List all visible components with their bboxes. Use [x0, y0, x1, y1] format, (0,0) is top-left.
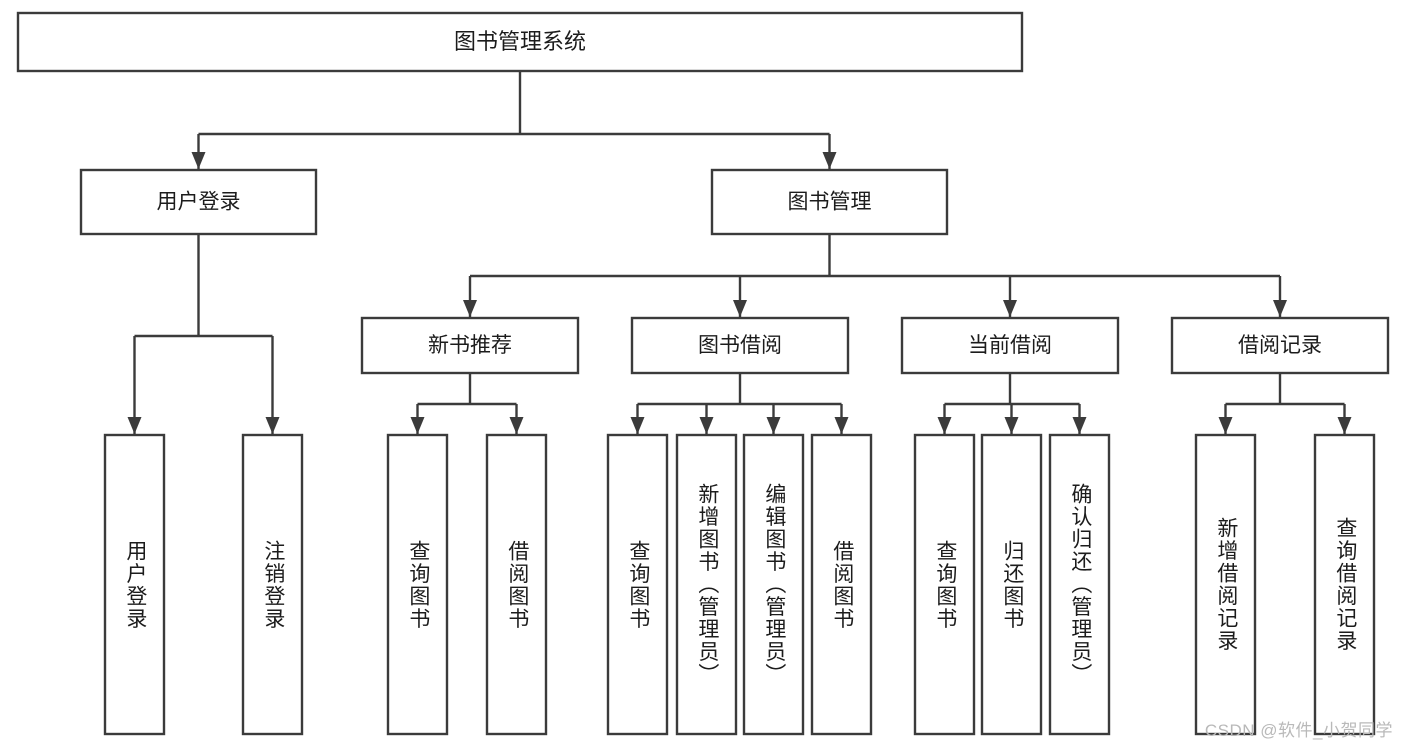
- node-leaf-borrow-book-recommend-box[interactable]: [485, 433, 548, 736]
- arrow-head-icon: [630, 417, 645, 434]
- node-leaf-add-borrow-record-box[interactable]: [1194, 433, 1257, 736]
- arrow-head-icon: [127, 417, 142, 434]
- arrow-head-icon: [265, 417, 280, 434]
- connector-book-borrow-to-leaves: [636, 373, 843, 434]
- node-leaf-borrow-book-box[interactable]: [810, 433, 873, 736]
- arrow-head-icon: [1273, 300, 1287, 317]
- connector-root-to-level2: [197, 71, 831, 169]
- arrow-head-icon: [834, 417, 849, 434]
- node-user-login-box[interactable]: [79, 168, 318, 236]
- node-book-borrow-label: 图书借阅: [698, 334, 782, 357]
- arrow-head-icon: [191, 152, 206, 169]
- node-book-manage-box[interactable]: [710, 168, 949, 236]
- arrow-head-icon: [1072, 417, 1087, 434]
- node-leaf-query-book-recommend-box[interactable]: [386, 433, 449, 736]
- node-current-borrow-label: 当前借阅: [968, 334, 1052, 357]
- node-borrow-record-label: 借阅记录: [1238, 334, 1322, 357]
- arrow-head-icon: [766, 417, 781, 434]
- node-user-login-label: 用户登录: [157, 191, 241, 214]
- node-borrow-record-box[interactable]: [1170, 316, 1390, 375]
- node-new-book-recommend-label: 新书推荐: [428, 334, 512, 357]
- node-box-layer: [16, 11, 1390, 736]
- connector-book-manage-to-level3: [468, 234, 1282, 317]
- connector-user-login-to-leaves: [133, 234, 274, 434]
- node-leaf-query-book-current-box[interactable]: [913, 433, 976, 736]
- node-root-box[interactable]: [16, 11, 1024, 73]
- arrow-head-icon: [410, 417, 425, 434]
- node-root-label: 图书管理系统: [454, 29, 586, 54]
- node-current-borrow-box[interactable]: [900, 316, 1120, 375]
- node-leaf-confirm-return-admin-box[interactable]: [1048, 433, 1111, 736]
- arrow-head-icon: [733, 300, 747, 317]
- arrow-head-icon: [463, 300, 477, 317]
- node-leaf-user-logout-box[interactable]: [241, 433, 304, 736]
- arrow-head-icon: [937, 417, 952, 434]
- arrow-head-icon: [1218, 417, 1233, 434]
- node-leaf-user-login-box[interactable]: [103, 433, 166, 736]
- node-leaf-query-book-borrow-box[interactable]: [606, 433, 669, 736]
- arrow-head-icon: [699, 417, 714, 434]
- node-new-book-recommend-box[interactable]: [360, 316, 580, 375]
- arrow-head-icon: [509, 417, 524, 434]
- connector-borrow-record-to-leaves: [1224, 373, 1346, 434]
- connector-new-book-recommend-to-leaves: [416, 373, 518, 434]
- node-book-manage-label: 图书管理: [788, 191, 872, 214]
- arrow-head-icon: [822, 152, 837, 169]
- watermark-text: CSDN @软件_小贺同学: [1204, 721, 1393, 740]
- node-leaf-edit-book-admin-box[interactable]: [742, 433, 805, 736]
- node-leaf-add-book-admin-box[interactable]: [675, 433, 738, 736]
- node-leaf-query-borrow-record-box[interactable]: [1313, 433, 1376, 736]
- connector-layer: [127, 71, 1352, 434]
- node-leaf-return-book-box[interactable]: [980, 433, 1043, 736]
- arrow-head-icon: [1004, 417, 1019, 434]
- node-book-borrow-box[interactable]: [630, 316, 850, 375]
- arrow-head-icon: [1337, 417, 1352, 434]
- arrow-head-icon: [1003, 300, 1017, 317]
